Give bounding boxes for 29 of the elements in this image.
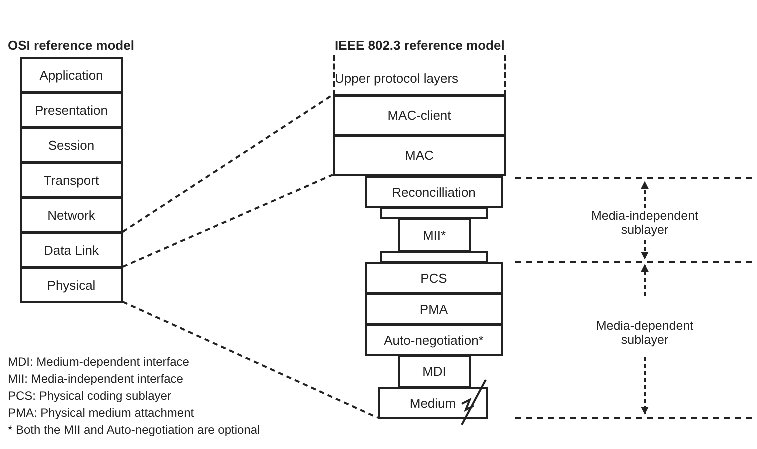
connector-bar — [380, 251, 488, 263]
connector-line — [122, 174, 334, 268]
osi-layer-box: Session — [20, 127, 123, 163]
ieee-layer-box: Reconcilliation — [365, 176, 503, 208]
ieee-layer-box: Upper protocol layers — [333, 55, 506, 96]
ieee-layer-box: MAC — [333, 135, 506, 176]
osi-layer-box: Network — [20, 197, 123, 233]
ieee-layer-box: MII* — [398, 218, 471, 252]
heading: IEEE 802.3 reference model — [335, 38, 505, 53]
heading: OSI reference model — [8, 38, 134, 53]
osi-layer-box: Presentation — [20, 92, 123, 128]
osi-layer-box: Data Link — [20, 232, 123, 268]
ieee-layer-box: Medium — [378, 387, 488, 419]
note-text: MII: Media-independent interface — [8, 372, 184, 386]
note-text: PMA: Physical medium attachment — [8, 406, 194, 420]
osi-layer-box: Application — [20, 57, 123, 93]
ieee-layer-box: PCS — [365, 262, 503, 294]
osi-layer-box: Transport — [20, 162, 123, 198]
ieee-layer-box: MAC-client — [333, 95, 506, 136]
note-text: MDI: Medium-dependent interface — [8, 355, 190, 369]
note-text: PCS: Physical coding sublayer — [8, 389, 172, 403]
osi-layer-box: Physical — [20, 267, 123, 303]
ieee-layer-box: PMA — [365, 293, 503, 325]
connector-line — [122, 94, 334, 233]
connector-line — [122, 301, 378, 419]
connector-bar — [380, 207, 488, 219]
ieee-layer-box: Auto-negotiation* — [365, 324, 503, 356]
note-text: * Both the MII and Auto-negotiation are optional — [8, 423, 260, 437]
ieee-layer-box: MDI — [398, 355, 471, 388]
